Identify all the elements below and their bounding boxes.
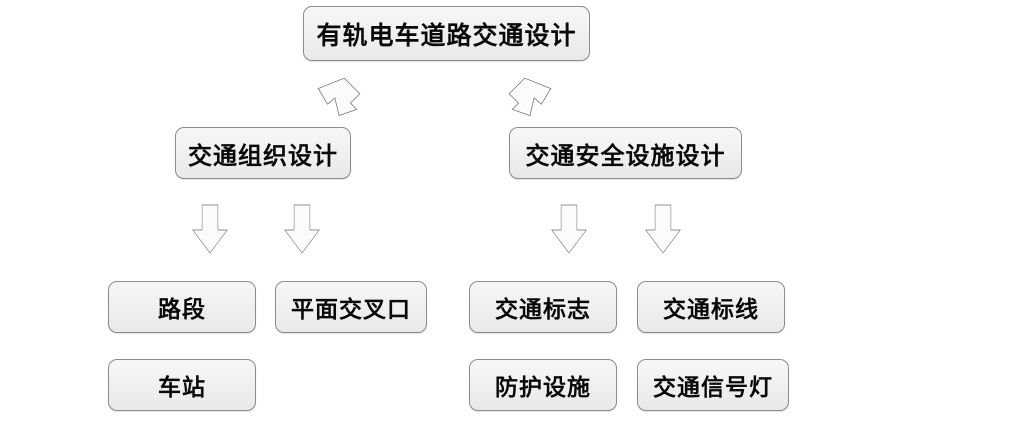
node-label: 有轨电车道路交通设计	[316, 20, 577, 50]
node-label: 平面交叉口	[291, 297, 411, 323]
arrow-down-icon	[284, 204, 320, 254]
node-label: 交通信号灯	[653, 375, 773, 401]
node-label: 路段	[158, 297, 206, 323]
arrow-down-icon	[551, 204, 587, 254]
arrow-down-right-icon	[508, 77, 552, 117]
node-label: 交通组织设计	[188, 141, 338, 170]
node-at-grade-intersection[interactable]: 平面交叉口	[275, 281, 427, 333]
arrow-down-icon	[645, 204, 681, 254]
node-protective-facility[interactable]: 防护设施	[469, 359, 617, 411]
node-traffic-marking[interactable]: 交通标线	[637, 281, 785, 333]
node-root-tram-road-traffic-design[interactable]: 有轨电车道路交通设计	[303, 6, 590, 61]
node-label: 交通标志	[495, 297, 591, 323]
arrow-down-left-icon	[317, 77, 361, 117]
node-label: 交通标线	[663, 297, 759, 323]
node-label: 车站	[158, 375, 206, 401]
node-traffic-signal-light[interactable]: 交通信号灯	[637, 359, 789, 411]
node-label: 防护设施	[495, 375, 591, 401]
arrow-down-icon	[192, 204, 228, 254]
node-station[interactable]: 车站	[108, 359, 256, 411]
node-label: 交通安全设施设计	[525, 141, 726, 170]
node-traffic-safety-facility-design[interactable]: 交通安全设施设计	[509, 127, 742, 179]
node-road-section[interactable]: 路段	[108, 281, 256, 333]
node-traffic-sign[interactable]: 交通标志	[469, 281, 617, 333]
node-traffic-organization-design[interactable]: 交通组织设计	[175, 127, 351, 179]
